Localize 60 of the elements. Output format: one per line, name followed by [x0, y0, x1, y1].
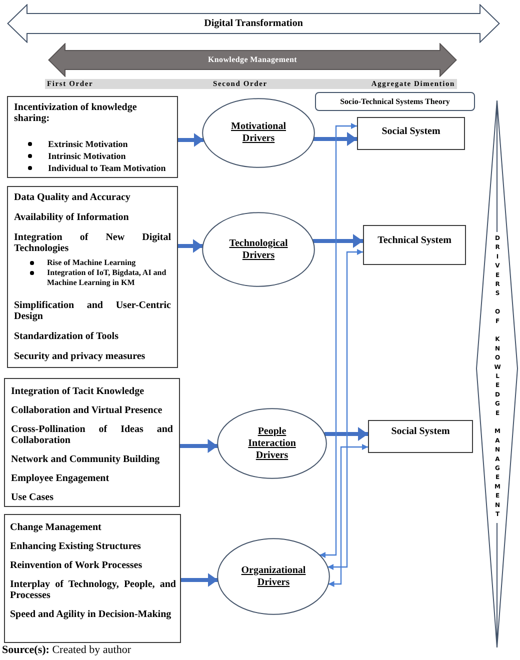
block-arrow	[324, 427, 368, 441]
caption: Source(s): Created by author	[2, 644, 132, 657]
header-band	[45, 79, 457, 89]
factor-text: Security and privacy measures	[14, 351, 146, 362]
system-label: Technical System	[378, 235, 452, 247]
double-arrow-banner	[7, 4, 500, 43]
bullet-text: Individual to Team Motivation	[48, 162, 167, 174]
system-label: Social System	[391, 426, 450, 438]
driver-label: People Interaction Drivers	[248, 426, 296, 462]
bullet-text: Integration of IoT, Bigdata, AI and Machine Learning in KM	[47, 268, 168, 288]
system-label: Social System	[382, 126, 440, 138]
factor-text: Availability of Information	[14, 212, 130, 223]
block-arrow	[178, 133, 204, 147]
system-box	[368, 420, 473, 453]
spindle-shape	[476, 100, 518, 648]
factor-text: Collaboration and Virtual Presence	[11, 405, 164, 416]
factor-box	[4, 378, 180, 507]
factor-text: Integration of Tacit Knowledge	[11, 386, 146, 397]
driver-ellipse	[217, 408, 327, 479]
factor-text: Use Cases	[11, 492, 54, 503]
banner-label: Knowledge Management	[208, 55, 298, 65]
factor-text: Cross-Pollination of Ideas and Collaboration	[11, 424, 173, 446]
driver-ellipse	[202, 212, 315, 287]
block-arrow	[314, 132, 357, 146]
factor-text: Enhancing Existing Structures	[10, 541, 142, 552]
factor-box	[7, 96, 178, 178]
factor-text: Standardization of Tools	[14, 331, 120, 342]
bullet-text: Rise of Machine Learning	[47, 258, 137, 268]
driver-ellipse	[202, 98, 315, 168]
factor-text: Network and Community Building	[11, 454, 161, 465]
factor-text: Data Quality and Accuracy	[14, 192, 132, 203]
system-box	[357, 117, 465, 150]
driver-label: Technological Drivers	[229, 238, 288, 262]
factor-text: Employee Engagement	[11, 473, 110, 484]
elbow-arrow	[328, 249, 363, 570]
factor-text: Integration of New Digital Technologies	[14, 232, 171, 254]
factor-text: Incentivization of knowledge sharing:	[14, 102, 138, 124]
factor-text: Simplification and User-Centric Design	[14, 300, 171, 322]
block-arrow	[180, 439, 218, 453]
system-box	[363, 225, 466, 265]
bullet-text: Extrinsic Motivation	[48, 138, 129, 150]
theory-box	[315, 92, 475, 111]
factor-text: Change Management	[10, 522, 102, 533]
driver-label: Motivational Drivers	[231, 121, 286, 145]
factor-text: Speed and Agility in Decision-Making	[10, 609, 172, 620]
block-arrow	[178, 239, 203, 253]
factor-box	[7, 186, 178, 368]
driver-ellipse	[217, 538, 330, 615]
theory-title: Socio-Technical Systems Theory	[340, 96, 450, 106]
banner-label: Digital Transformation	[204, 18, 303, 30]
bullet-text: Intrinsic Motivation	[48, 150, 127, 162]
block-arrow	[312, 234, 363, 248]
double-arrow-banner	[48, 43, 457, 77]
elbow-arrow	[320, 123, 357, 558]
factor-box	[4, 514, 181, 643]
factor-text: Interplay of Technology, People, and Processes	[10, 579, 176, 601]
block-arrow	[181, 573, 218, 587]
factor-text: Reinvention of Work Processes	[10, 560, 144, 571]
elbow-arrow	[328, 444, 368, 587]
driver-label: Organizational Drivers	[241, 564, 306, 588]
